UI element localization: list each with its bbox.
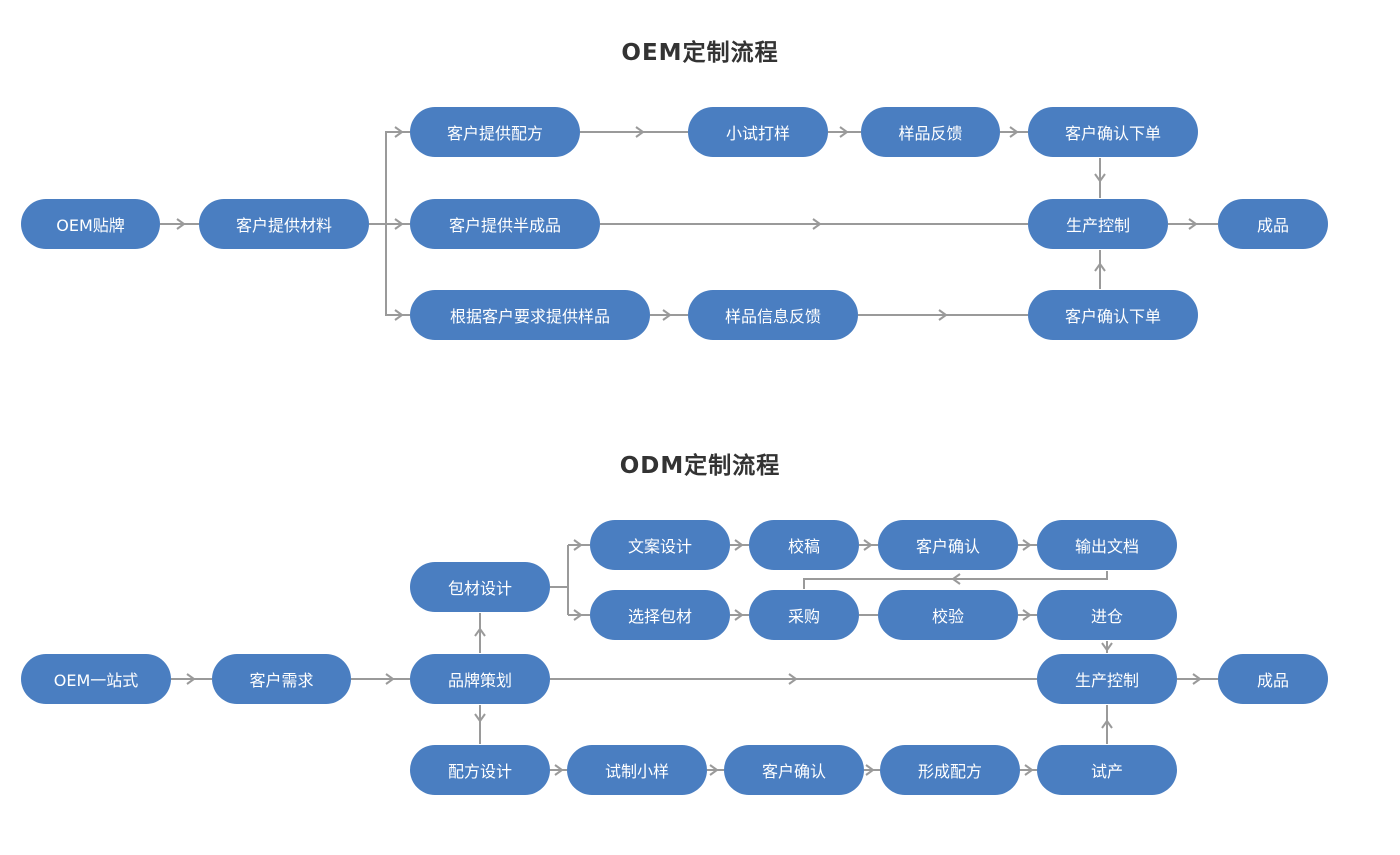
odm-customer-confirm-top-node: 客户确认	[878, 520, 1018, 570]
arrowhead	[1192, 673, 1202, 685]
arrowhead	[186, 673, 196, 685]
odm-output-docs-node: 输出文档	[1037, 520, 1177, 570]
arrowhead	[734, 539, 744, 551]
odm-form-formula-node: 形成配方	[880, 745, 1020, 795]
arrowhead	[1094, 173, 1106, 183]
arrowhead	[573, 609, 583, 621]
arrowhead	[1101, 642, 1113, 652]
oem-production-control-node: 生产控制	[1028, 199, 1168, 249]
odm-trial-production-node: 试产	[1037, 745, 1177, 795]
oem-start-node: OEM贴牌	[21, 199, 160, 249]
arrowhead	[863, 539, 873, 551]
oem-custom-sample-node: 根据客户要求提供样品	[410, 290, 650, 340]
arrowhead	[1022, 539, 1032, 551]
arrowhead	[662, 309, 672, 321]
arrowhead	[176, 218, 186, 230]
arrowhead	[385, 673, 395, 685]
arrowhead	[839, 126, 849, 138]
arrowhead	[951, 573, 961, 585]
odm-trial-sample-node: 试制小样	[567, 745, 707, 795]
odm-inspection-node: 校验	[878, 590, 1018, 640]
oem-trial-sample-node: 小试打样	[688, 107, 828, 157]
arrowhead	[709, 764, 719, 776]
odm-production-control-node: 生产控制	[1037, 654, 1177, 704]
arrowhead	[573, 539, 583, 551]
odm-purchase-node: 采购	[749, 590, 859, 640]
oem-sample-feedback-node: 样品反馈	[861, 107, 1000, 157]
odm-finished-product-node: 成品	[1218, 654, 1328, 704]
arrowhead	[394, 126, 404, 138]
connector	[803, 571, 1108, 589]
arrowhead	[554, 764, 564, 776]
odm-brand-planning-node: 品牌策划	[410, 654, 550, 704]
arrowhead	[635, 126, 645, 138]
oem-confirm-order-bottom-node: 客户确认下单	[1028, 290, 1198, 340]
odm-section-title: ODM定制流程	[619, 453, 781, 479]
odm-copywriting-node: 文案设计	[590, 520, 730, 570]
odm-warehousing-node: 进仓	[1037, 590, 1177, 640]
odm-select-packaging-node: 选择包材	[590, 590, 730, 640]
arrowhead	[1094, 262, 1106, 272]
odm-customer-needs-node: 客户需求	[212, 654, 351, 704]
arrowhead	[1188, 218, 1198, 230]
oem-finished-product-node: 成品	[1218, 199, 1328, 249]
arrowhead	[788, 673, 798, 685]
odm-formula-design-node: 配方设计	[410, 745, 550, 795]
arrowhead	[865, 764, 875, 776]
oem-section-title: OEM定制流程	[621, 40, 779, 66]
odm-start-node: OEM一站式	[21, 654, 171, 704]
arrowhead	[1009, 126, 1019, 138]
arrowhead	[394, 218, 404, 230]
connector	[385, 131, 410, 224]
arrowhead	[1022, 609, 1032, 621]
arrowhead	[1024, 764, 1034, 776]
arrowhead	[474, 627, 486, 637]
oem-confirm-order-top-node: 客户确认下单	[1028, 107, 1198, 157]
arrowhead	[734, 609, 744, 621]
arrowhead	[938, 309, 948, 321]
oem-sample-info-feedback-node: 样品信息反馈	[688, 290, 858, 340]
arrowhead	[812, 218, 822, 230]
odm-proofread-node: 校稿	[749, 520, 859, 570]
odm-packaging-design-node: 包材设计	[410, 562, 550, 612]
odm-customer-confirm-bottom-node: 客户确认	[724, 745, 864, 795]
oem-formula-node: 客户提供配方	[410, 107, 580, 157]
arrowhead	[474, 713, 486, 723]
connector	[385, 224, 410, 316]
oem-semi-finished-node: 客户提供半成品	[410, 199, 600, 249]
arrowhead	[394, 309, 404, 321]
oem-materials-node: 客户提供材料	[199, 199, 369, 249]
arrowhead	[1101, 719, 1113, 729]
